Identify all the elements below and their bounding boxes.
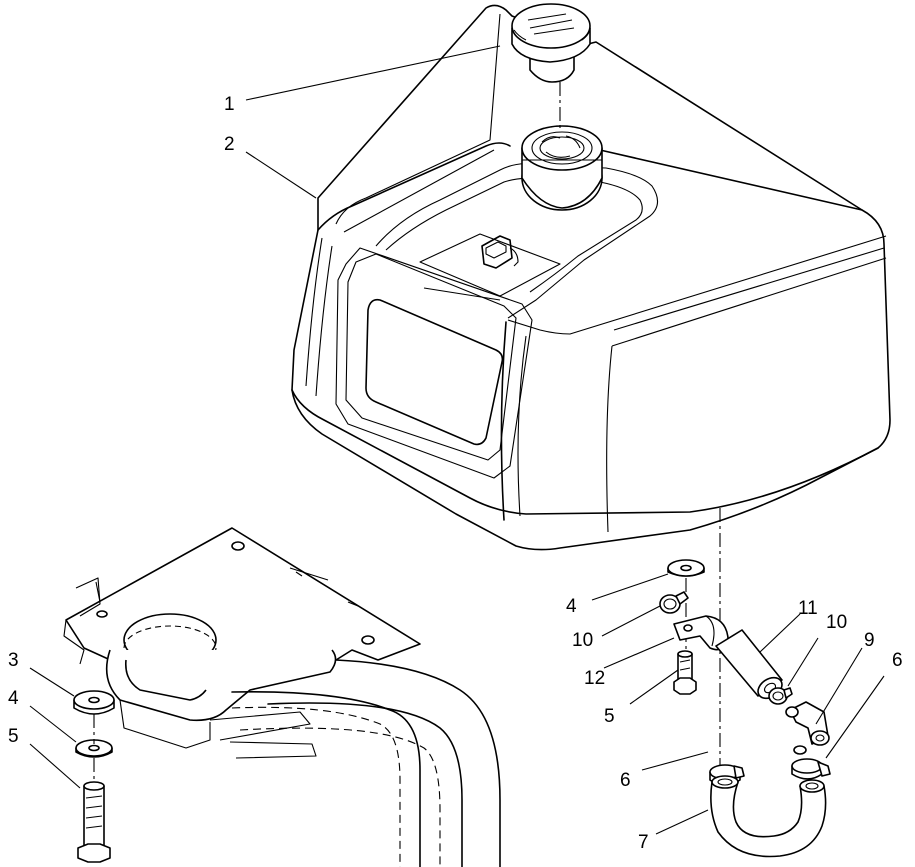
bolt-5-left bbox=[77, 781, 111, 863]
callout-labels: 1 2 3 4 5 4 10 12 5 11 10 9 6 6 7 bbox=[8, 94, 903, 853]
mounting-bracket bbox=[63, 527, 501, 867]
callout-3: 3 bbox=[8, 650, 19, 671]
callout-9: 9 bbox=[864, 630, 875, 651]
hose-clamp-6-right bbox=[791, 758, 831, 780]
callout-6: 6 bbox=[620, 770, 631, 791]
filler-neck bbox=[521, 125, 603, 211]
clamp-10-right bbox=[768, 687, 793, 705]
callout-10: 10 bbox=[572, 630, 593, 651]
hose-11 bbox=[715, 629, 783, 700]
callout-7: 7 bbox=[638, 832, 649, 853]
callout-1: 1 bbox=[224, 94, 235, 115]
leader-lines bbox=[29, 45, 885, 835]
spacer-3 bbox=[73, 690, 115, 715]
fuel-hose-7 bbox=[710, 775, 827, 858]
clamp-10-left bbox=[659, 591, 689, 614]
fuel-tank bbox=[291, 4, 891, 551]
callout-5: 5 bbox=[604, 706, 615, 727]
bolt-5-right bbox=[673, 650, 697, 695]
callout-4: 4 bbox=[8, 688, 19, 709]
elbow-fitting-9 bbox=[785, 701, 830, 755]
callout-11: 11 bbox=[798, 598, 818, 619]
callout-2: 2 bbox=[224, 134, 235, 155]
fuel-cap bbox=[511, 3, 591, 83]
callout-5: 5 bbox=[8, 726, 19, 747]
callout-10: 10 bbox=[826, 612, 847, 633]
callout-4: 4 bbox=[566, 596, 577, 617]
fuel-pump-icon bbox=[481, 235, 519, 269]
washer-4-left bbox=[75, 739, 113, 758]
washer-4-right bbox=[667, 559, 705, 577]
callout-12: 12 bbox=[584, 668, 605, 689]
callout-6: 6 bbox=[892, 650, 903, 671]
